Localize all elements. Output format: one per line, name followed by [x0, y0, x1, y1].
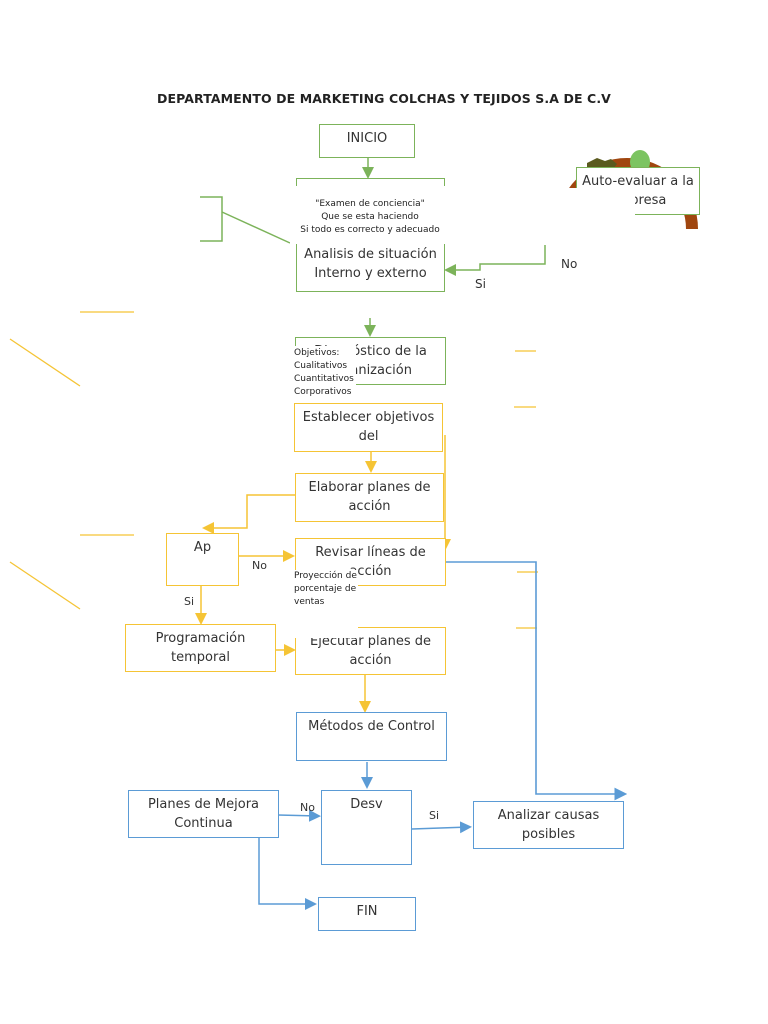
node-planes-mejora[interactable]: Planes de Mejora Continua: [128, 790, 279, 838]
note-examen-conciencia: "Examen de conciencia" Que se esta hacie…: [290, 186, 450, 244]
note-line: Que se esta haciendo: [321, 212, 419, 222]
node-fin[interactable]: FIN: [318, 897, 416, 931]
arrow-elaborar-to-ap: [202, 494, 295, 534]
node-elaborar-planes[interactable]: Elaborar planes de acción: [295, 473, 444, 522]
note-line: porcentaje de: [294, 584, 357, 594]
arrow-planes-to-fin: [258, 837, 317, 910]
arrow-planes-no-to-desv: [277, 809, 321, 822]
note-line: Cuantitativos: [294, 374, 354, 384]
label-no-autoevaluar: No: [561, 257, 578, 271]
note-line: Si todo es correcto y adecuado: [300, 225, 440, 235]
label-si-desv: Si: [429, 809, 440, 822]
note-proyeccion-ventas: Proyección de porcentaje de ventas: [294, 570, 358, 638]
arrow-autoeval-to-analisis: [444, 245, 546, 276]
node-ap-decision[interactable]: Ap: [166, 533, 239, 586]
note-line: "Examen de conciencia": [315, 199, 425, 209]
label-si-autoevaluar: Si: [475, 277, 486, 291]
page-title: DEPARTAMENTO DE MARKETING COLCHAS Y TEJI…: [157, 91, 611, 106]
diagonal-green: [221, 211, 291, 244]
node-inicio[interactable]: INICIO: [319, 124, 415, 158]
note-line: Cualitativos: [294, 361, 348, 371]
note-line: Objetivos:: [294, 348, 340, 358]
logo-dark-shape: [587, 158, 617, 169]
note-objetivos: Objetivos: Cualitativos Cuantitativos Co…: [294, 346, 356, 403]
deco-line: [9, 338, 81, 387]
node-revisar-lineas[interactable]: Revisar líneas de acción: [295, 538, 446, 586]
mask-overlay: [552, 188, 635, 243]
node-programacion-temporal[interactable]: Programación temporal: [125, 624, 276, 672]
note-line: Corporativos: [294, 387, 352, 397]
arrow-revisar-to-analizar: [446, 561, 628, 801]
deco-line: [9, 561, 81, 610]
left-bracket-green: [200, 196, 223, 242]
label-si-ap: Si: [184, 595, 195, 608]
arrow-desv-si-to-analizar: [411, 821, 472, 834]
node-desv-decision[interactable]: Desv: [321, 790, 412, 865]
note-line: Proyección de: [294, 571, 357, 581]
note-line: ventas: [294, 597, 325, 607]
label-no-desv: No: [300, 801, 315, 814]
node-ejecutar-planes[interactable]: Ejecutar planes de acción: [295, 627, 446, 675]
node-establecer-objetivos[interactable]: Establecer objetivos del: [294, 403, 443, 452]
node-analizar-causas[interactable]: Analizar causas posibles: [473, 801, 624, 849]
label-no-ap: No: [252, 559, 267, 572]
node-metodos-control[interactable]: Métodos de Control: [296, 712, 447, 761]
